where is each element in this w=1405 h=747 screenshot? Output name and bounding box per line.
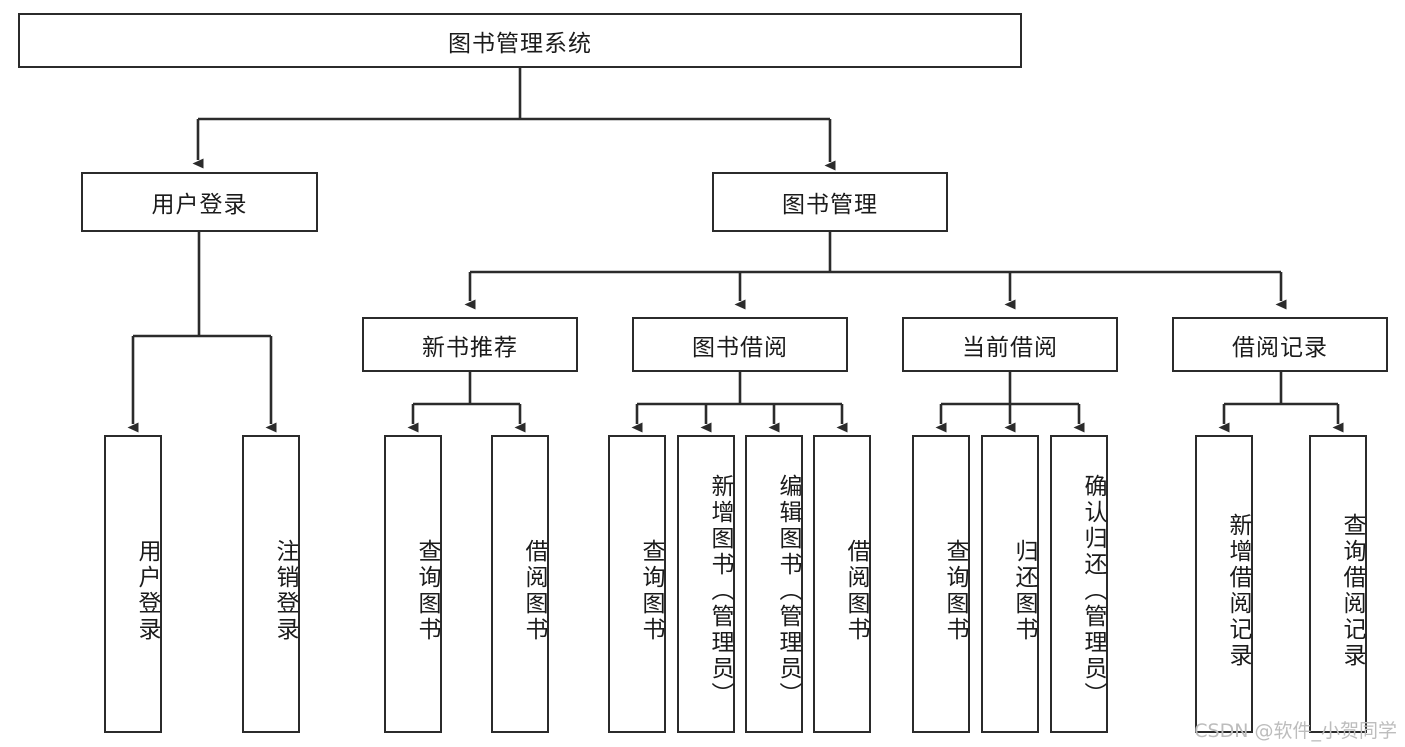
leaf-logout-login[interactable]: 注销登录 [242,435,300,733]
leaf-logout-login-label: 注销登录 [272,539,298,643]
node-borrow-record-label: 借阅记录 [1232,334,1328,361]
leaf-query-book-2[interactable]: 查询图书 [608,435,666,733]
node-borrow-record[interactable]: 借阅记录 [1172,317,1388,372]
leaf-borrow-book-1-label: 借阅图书 [521,539,547,643]
leaf-add-book-label: 新增图书（管理员） [707,474,733,708]
leaf-query-book-3[interactable]: 查询图书 [912,435,970,733]
node-new-book-recommend-label: 新书推荐 [422,334,518,361]
node-book-manage-label: 图书管理 [782,192,878,218]
leaf-confirm-return[interactable]: 确认归还（管理员） [1050,435,1108,733]
csdn-watermark: CSDN @软件_小贺同学 [1194,720,1397,742]
leaf-edit-book-label: 编辑图书（管理员） [775,474,801,708]
leaf-query-record[interactable]: 查询借阅记录 [1309,435,1367,733]
leaf-add-record-label: 新增借阅记录 [1225,513,1251,669]
leaf-query-book-1-label: 查询图书 [414,539,440,643]
leaf-query-book-1[interactable]: 查询图书 [384,435,442,733]
leaf-user-login[interactable]: 用户登录 [104,435,162,733]
node-book-borrow-label: 图书借阅 [692,334,788,361]
leaf-query-record-label: 查询借阅记录 [1339,513,1365,669]
leaf-query-book-2-label: 查询图书 [638,539,664,643]
leaf-borrow-book-2[interactable]: 借阅图书 [813,435,871,733]
leaf-user-login-label: 用户登录 [134,539,160,643]
leaf-add-record[interactable]: 新增借阅记录 [1195,435,1253,733]
node-root-label: 图书管理系统 [448,30,592,57]
leaf-query-book-3-label: 查询图书 [942,539,968,643]
leaf-return-book-label: 归还图书 [1011,539,1037,643]
node-book-borrow[interactable]: 图书借阅 [632,317,848,372]
node-root[interactable]: 图书管理系统 [18,13,1022,68]
leaf-confirm-return-label: 确认归还（管理员） [1080,474,1106,708]
leaf-return-book[interactable]: 归还图书 [981,435,1039,733]
node-user-login-label: 用户登录 [151,192,248,218]
leaf-add-book[interactable]: 新增图书（管理员） [677,435,735,733]
node-current-borrow-label: 当前借阅 [962,334,1058,361]
node-new-book-recommend[interactable]: 新书推荐 [362,317,578,372]
node-current-borrow[interactable]: 当前借阅 [902,317,1118,372]
leaf-borrow-book-1[interactable]: 借阅图书 [491,435,549,733]
node-user-login[interactable]: 用户登录 [81,172,318,232]
leaf-borrow-book-2-label: 借阅图书 [843,539,869,643]
leaf-edit-book[interactable]: 编辑图书（管理员） [745,435,803,733]
node-book-manage[interactable]: 图书管理 [712,172,948,232]
